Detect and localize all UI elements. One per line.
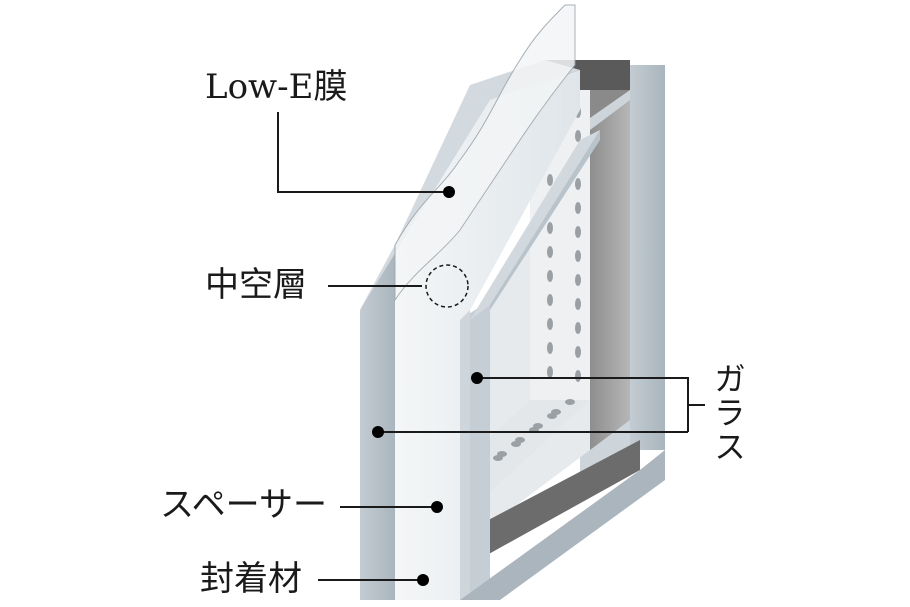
- spacer-hole: [575, 202, 581, 214]
- leader-lines: [277, 112, 705, 581]
- spacer-hole: [547, 366, 553, 378]
- label-glass: ガラス: [709, 362, 747, 464]
- dot-sealant: [417, 574, 429, 586]
- spacer-hole: [547, 318, 553, 330]
- label-hollow-layer: 中空層: [205, 265, 307, 305]
- spacer-hole: [575, 178, 581, 190]
- spacer-hole: [547, 342, 553, 354]
- spacer-hole: [497, 451, 507, 457]
- leader-glass-inner: [477, 377, 689, 432]
- spacer-hole: [575, 346, 581, 358]
- low-e-film-sheet: [394, 4, 576, 302]
- dot-low-e: [443, 186, 455, 198]
- spacer-hole: [575, 370, 581, 382]
- leader-dots: [372, 186, 483, 586]
- spacer-hole: [575, 322, 581, 334]
- spacer-hole: [575, 250, 581, 262]
- spacer-hole: [565, 399, 575, 405]
- label-low-e-film: Low-E膜: [205, 67, 348, 107]
- spacer-hole: [547, 246, 553, 258]
- spacer-hole: [547, 222, 553, 234]
- spacer-hole: [515, 437, 525, 443]
- spacer-hole: [575, 274, 581, 286]
- hollow-layer-marker: [425, 264, 469, 308]
- spacer-hole: [575, 226, 581, 238]
- dot-glass-inner: [471, 372, 483, 384]
- label-spacer: スペーサー: [160, 485, 327, 525]
- spacer-hole: [551, 409, 561, 415]
- spacer-hole: [547, 174, 553, 186]
- label-sealant: 封着材: [200, 559, 302, 599]
- dot-spacer: [431, 501, 443, 513]
- leader-low-e: [277, 112, 449, 193]
- spacer-hole: [533, 423, 543, 429]
- spacer-hole: [575, 298, 581, 310]
- spacer-hole: [547, 270, 553, 282]
- spacer-hole: [575, 130, 581, 142]
- spacer-hole: [547, 294, 553, 306]
- dot-glass-outer: [372, 426, 384, 438]
